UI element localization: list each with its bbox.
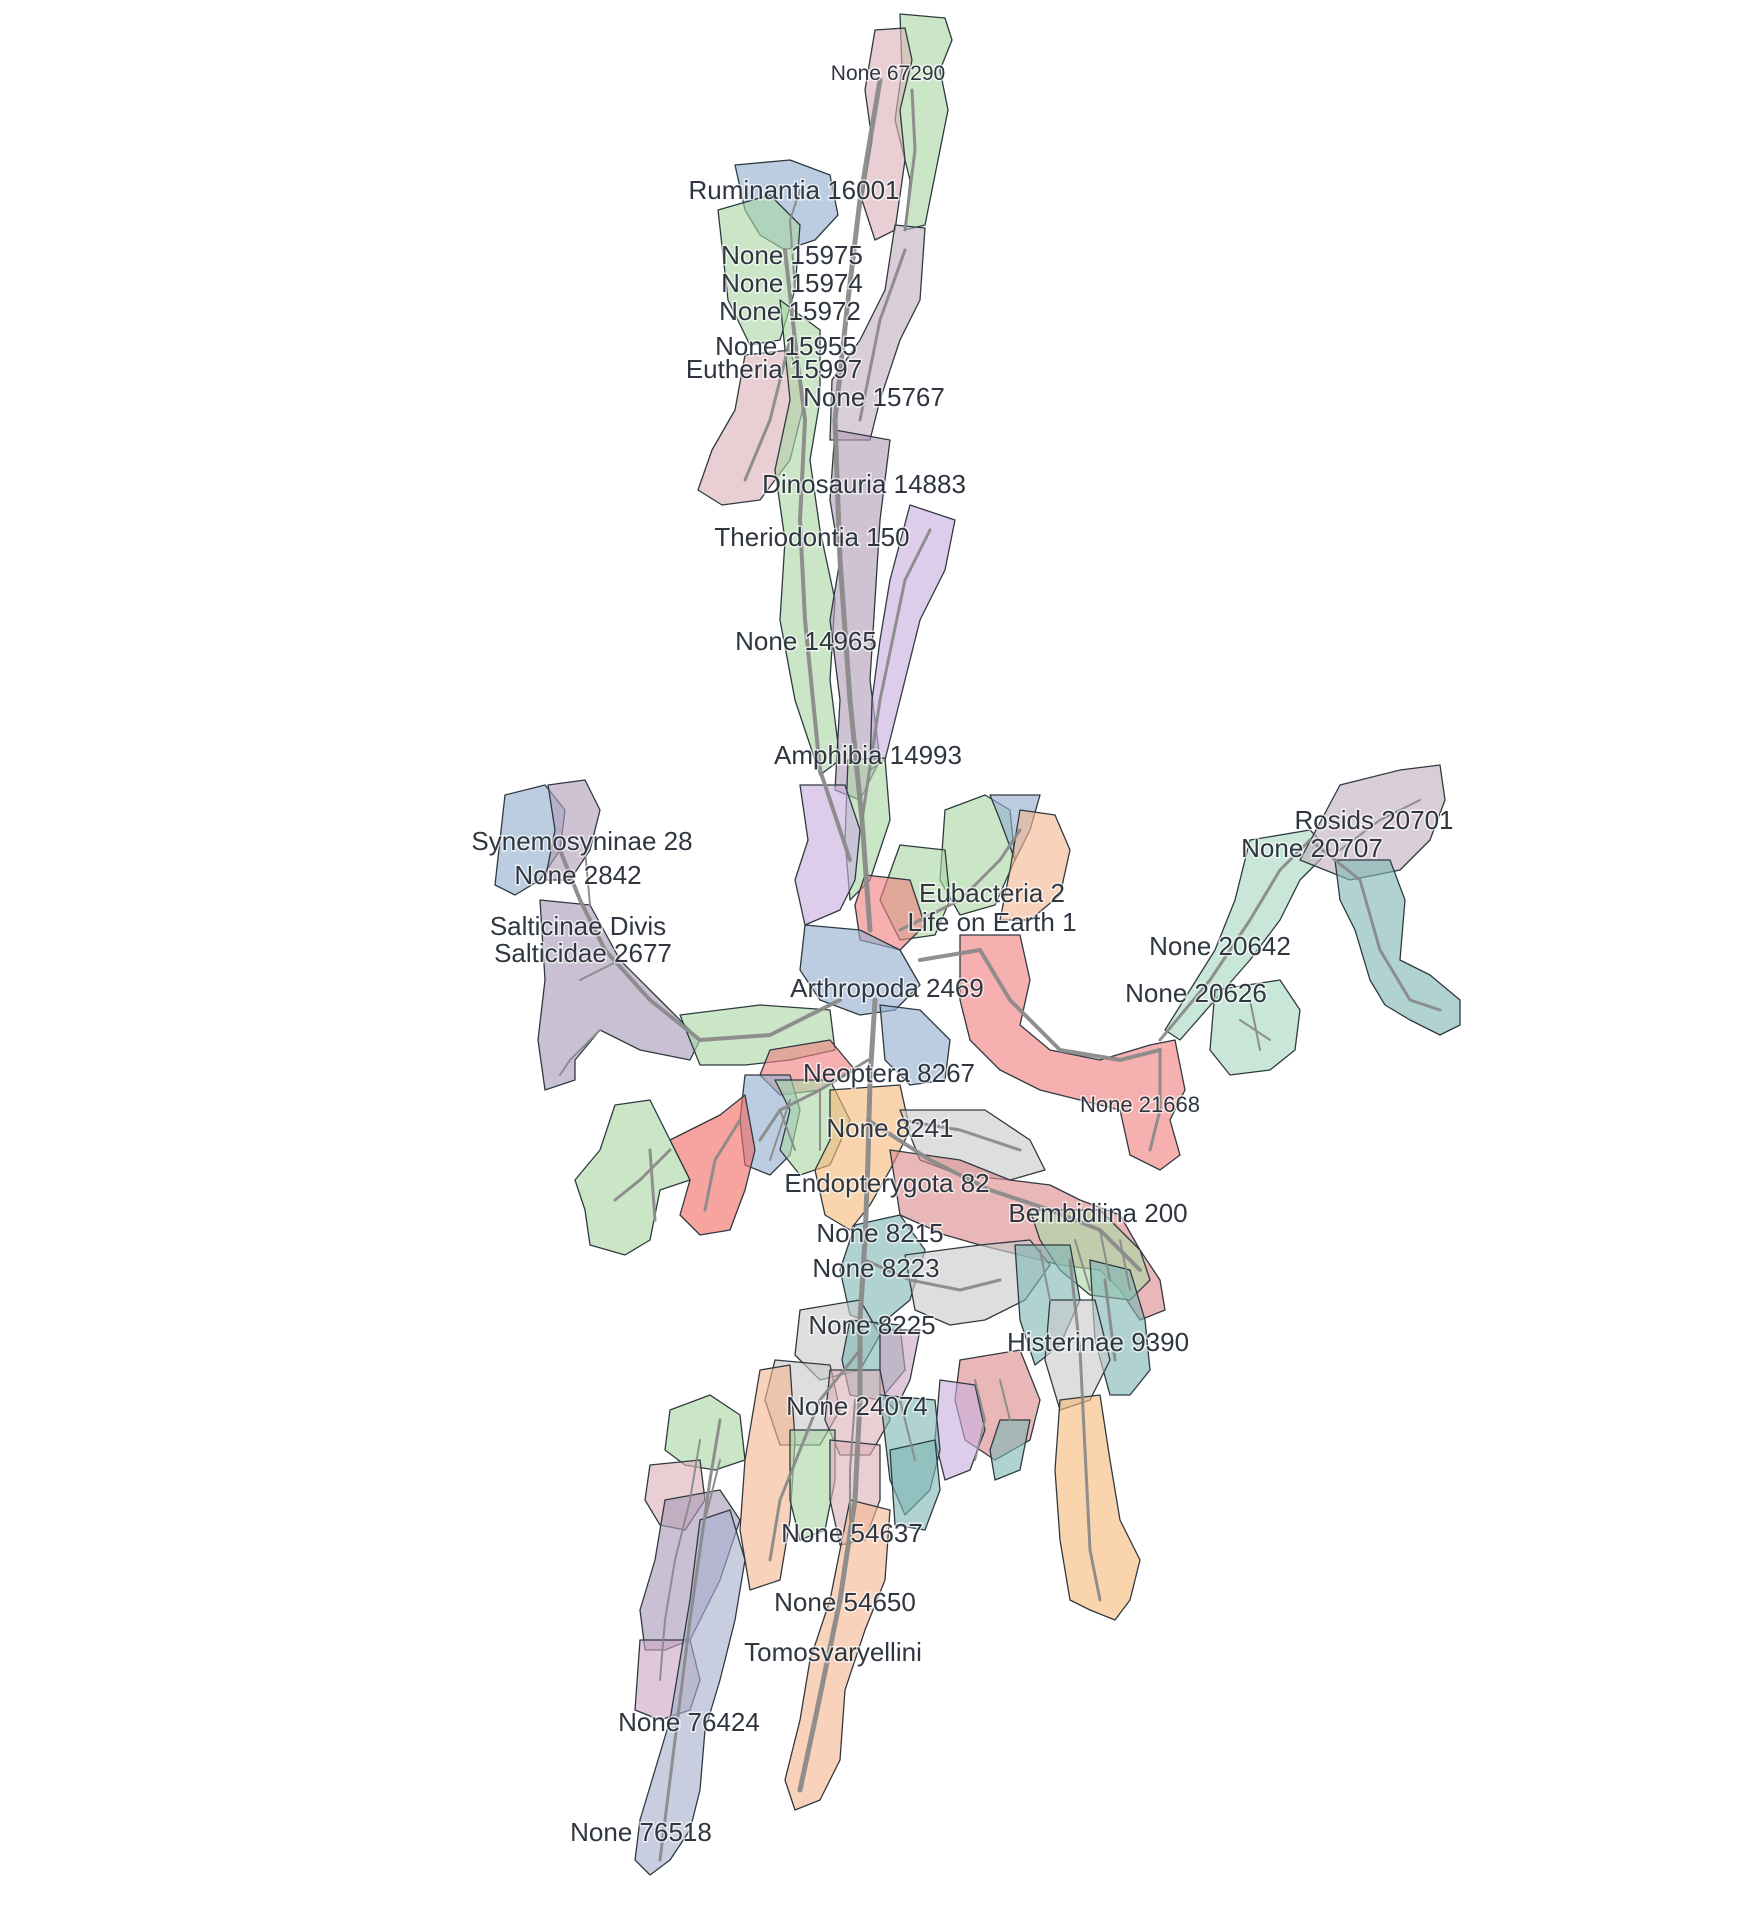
branch-neoptera-sub xyxy=(769,1089,821,1161)
label-none-15974[interactable]: None 15974 xyxy=(720,267,865,300)
region-arthropoda-blue2[interactable] xyxy=(879,1004,951,1086)
label-none-20642[interactable]: None 20642 xyxy=(1148,930,1293,963)
label-none-24074[interactable]: None 24074 xyxy=(785,1390,930,1423)
label-eubacteria[interactable]: Eubacteria 2 xyxy=(918,877,1067,910)
label-arthropoda[interactable]: Arthropoda 2469 xyxy=(789,972,986,1005)
region-76424-green[interactable] xyxy=(664,1394,746,1471)
branch-15767 xyxy=(858,248,907,422)
label-none-15767[interactable]: None 15767 xyxy=(802,381,947,414)
branch-76424 xyxy=(659,1439,721,1681)
branch-trunk-top xyxy=(832,77,883,933)
branch-67290 xyxy=(903,88,917,232)
region-24074-teal[interactable] xyxy=(989,1419,1031,1481)
label-endopterygota[interactable]: Endopterygota 82 xyxy=(783,1167,991,1200)
label-bembidiina[interactable]: Bembidiina 200 xyxy=(1007,1197,1189,1230)
branch-54637-sub xyxy=(849,1399,916,1521)
label-none-54650[interactable]: None 54650 xyxy=(773,1586,918,1619)
label-eutheria[interactable]: Eutheria 15997 xyxy=(684,353,863,386)
label-none-76518[interactable]: None 76518 xyxy=(569,1816,714,1849)
branch-bembidiina xyxy=(1039,1229,1131,1301)
label-histerinae[interactable]: Histerinae 9390 xyxy=(1005,1326,1190,1359)
label-rosids[interactable]: Rosids 20701 xyxy=(1293,804,1455,837)
label-none-8223[interactable]: None 8223 xyxy=(811,1252,941,1285)
labels: None 67290 Ruminantia 16001 None 15975 N… xyxy=(470,61,1455,1849)
branch-20707 xyxy=(1308,838,1442,1012)
label-neoptera[interactable]: Neoptera 8267 xyxy=(801,1057,976,1090)
branch-76518 xyxy=(658,1418,722,1862)
region-salticidae-purple[interactable] xyxy=(537,899,701,1091)
branch-histerinae xyxy=(1068,1258,1117,1602)
branch-20626 xyxy=(1239,999,1271,1051)
region-eubacteria-peach[interactable] xyxy=(999,809,1071,921)
branches xyxy=(558,77,1442,1862)
label-none-54637[interactable]: None 54637 xyxy=(780,1517,925,1550)
label-none-15975[interactable]: None 15975 xyxy=(720,239,865,272)
label-none-20626[interactable]: None 20626 xyxy=(1124,977,1269,1010)
branch-left-salmon xyxy=(703,1118,742,1212)
label-amphibia[interactable]: Amphibia 14993 xyxy=(773,739,964,772)
label-salticidae[interactable]: Salticidae 2677 xyxy=(493,937,674,970)
label-none-21668[interactable]: None 21668 xyxy=(1079,1091,1202,1119)
label-none-14965[interactable]: None 14965 xyxy=(734,625,879,658)
label-theriodontia[interactable]: Theriodontia 150 xyxy=(713,521,911,554)
region-20707-teal[interactable] xyxy=(1334,859,1461,1036)
label-none-8225[interactable]: None 8225 xyxy=(807,1309,937,1342)
branch-left-green xyxy=(613,1148,672,1222)
branch-20642 xyxy=(1158,838,1312,1042)
label-dinosauria[interactable]: Dinosauria 14883 xyxy=(761,468,968,501)
branch-eubacteria xyxy=(898,828,1022,932)
label-none-15955[interactable]: None 15955 xyxy=(714,330,859,363)
branch-21668-sub xyxy=(1148,1048,1162,1152)
label-none-76424[interactable]: None 76424 xyxy=(617,1706,762,1739)
label-none-8241[interactable]: None 8241 xyxy=(825,1112,955,1145)
label-salticinae[interactable]: Salticinae Divis xyxy=(488,910,667,943)
region-24074-purple[interactable] xyxy=(934,1379,986,1481)
branch-54637 xyxy=(768,1348,862,1562)
region-54637-green[interactable] xyxy=(789,1429,836,1541)
label-none-20707[interactable]: None 20707 xyxy=(1240,832,1385,865)
branch-eutheria xyxy=(743,338,792,482)
region-76518-slate[interactable] xyxy=(634,1509,746,1876)
branch-neoptera xyxy=(758,1058,870,1142)
branch-21668 xyxy=(918,948,1162,1062)
branch-theriodontia xyxy=(783,248,852,862)
region-21668-red[interactable] xyxy=(959,934,1186,1171)
branch-salticidae-sub xyxy=(559,849,621,1076)
branch-24074 xyxy=(974,1379,1011,1461)
label-none-67290[interactable]: None 67290 xyxy=(829,61,946,87)
region-histerinae-orange[interactable] xyxy=(1054,1394,1141,1621)
label-synemosyninae[interactable]: Synemosyninae 28 xyxy=(470,825,694,858)
branch-8241 xyxy=(898,1118,1022,1152)
branch-ruminantia xyxy=(789,189,801,291)
region-8241-orange[interactable] xyxy=(814,1084,911,1231)
branch-salticidae xyxy=(558,848,842,1042)
label-none-2842[interactable]: None 2842 xyxy=(513,859,643,892)
region-endopterygota-red[interactable] xyxy=(889,1149,1166,1321)
region-left-green[interactable] xyxy=(574,1099,691,1256)
region-54637-teal[interactable] xyxy=(889,1439,941,1531)
label-tomosvaryellini[interactable]: Tomosvaryellini xyxy=(743,1636,924,1669)
branch-rosids xyxy=(1339,799,1421,851)
region-54637-peach[interactable] xyxy=(739,1364,796,1591)
branch-amphibia xyxy=(860,528,932,822)
branch-8223 xyxy=(863,1258,1002,1292)
region-amphibia-purple[interactable] xyxy=(794,784,861,926)
branch-endopterygota xyxy=(866,1118,1142,1272)
label-none-15972[interactable]: None 15972 xyxy=(718,295,863,328)
label-none-8215[interactable]: None 8215 xyxy=(815,1217,945,1250)
label-ruminantia[interactable]: Ruminantia 16001 xyxy=(687,174,901,207)
label-life-on-earth[interactable]: Life on Earth 1 xyxy=(906,906,1078,939)
